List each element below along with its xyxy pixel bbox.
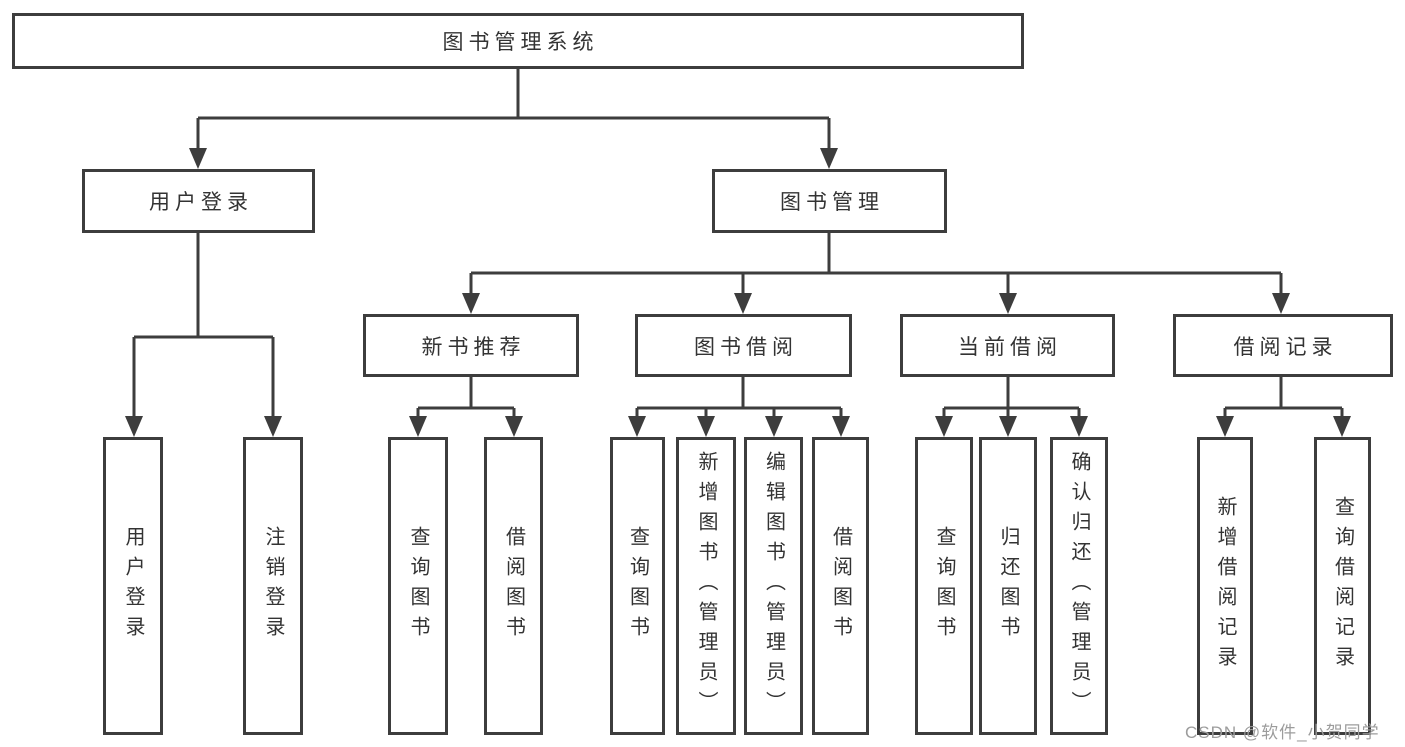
node-leaf-return-books: 归还图书	[979, 437, 1037, 735]
node-leaf-edit-books-admin: 编辑图书（管理员）	[744, 437, 803, 735]
node-leaf-borrow-books-recommend: 借阅图书	[484, 437, 543, 735]
leaf-label: 借阅图书	[829, 526, 852, 646]
node-root: 图书管理系统	[12, 13, 1024, 69]
leaf-label: 查询图书	[933, 526, 955, 646]
leaf-label: 查询图书	[626, 526, 649, 646]
node-leaf-query-books-current: 查询图书	[915, 437, 973, 735]
node-leaf-add-books-admin: 新增图书（管理员）	[676, 437, 736, 735]
leaf-label: 查询图书	[407, 526, 429, 646]
node-leaf-confirm-return-admin: 确认归还（管理员）	[1050, 437, 1108, 735]
leaf-label: 借阅图书	[502, 526, 525, 646]
node-leaf-borrow-books: 借阅图书	[812, 437, 869, 735]
leaf-label: 归还图书	[997, 526, 1019, 646]
leaf-label: 查询借阅记录	[1331, 496, 1354, 676]
node-current-borrowing: 当前借阅	[900, 314, 1115, 377]
node-leaf-query-books-recommend: 查询图书	[388, 437, 448, 735]
node-user-login: 用户登录	[82, 169, 315, 233]
node-book-management: 图书管理	[712, 169, 947, 233]
leaf-label: 新增借阅记录	[1214, 496, 1236, 676]
leaf-label: 确认归还（管理员）	[1068, 451, 1090, 721]
node-book-borrowing: 图书借阅	[635, 314, 852, 377]
arrowheads	[125, 148, 1351, 437]
node-leaf-query-books-borrowing: 查询图书	[610, 437, 665, 735]
node-leaf-logout: 注销登录	[243, 437, 303, 735]
node-new-book-recommendation: 新书推荐	[363, 314, 579, 377]
node-leaf-query-borrow-record: 查询借阅记录	[1314, 437, 1371, 735]
leaf-label: 新增图书（管理员）	[695, 451, 717, 721]
leaf-label: 编辑图书（管理员）	[762, 451, 785, 721]
node-leaf-add-borrow-record: 新增借阅记录	[1197, 437, 1253, 735]
leaf-label: 注销登录	[262, 526, 284, 646]
csdn-watermark: CSDN @软件_小贺同学	[1185, 723, 1380, 742]
connector-strokes	[132, 69, 1344, 421]
leaf-label: 用户登录	[122, 526, 144, 646]
node-borrowing-records: 借阅记录	[1173, 314, 1393, 377]
node-leaf-user-login: 用户登录	[103, 437, 163, 735]
